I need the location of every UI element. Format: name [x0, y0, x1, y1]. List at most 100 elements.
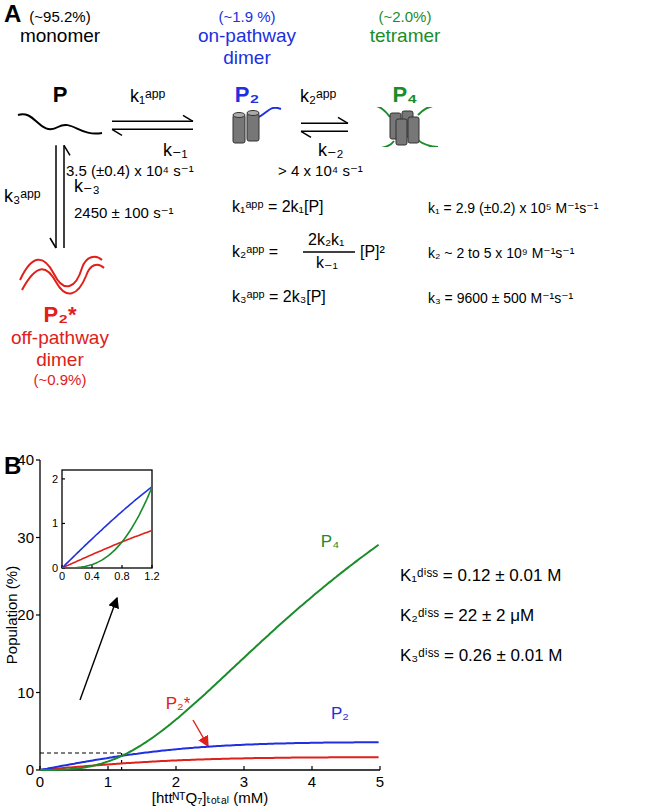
drawn-path	[378, 141, 394, 147]
species-caption: (~0.9%)	[34, 371, 87, 388]
drawn-path	[338, 117, 348, 123]
species-node: (~2.0%)tetramerP₄	[350, 8, 460, 147]
rate-value: k₃ = 9600 ± 500 M⁻¹s⁻¹	[428, 290, 573, 306]
drawn-line	[121, 565, 122, 568]
drawn-path	[18, 114, 102, 133]
inset-tick-label: 0.8	[114, 570, 129, 583]
drawn-rect	[247, 113, 259, 141]
rate-constant: k₁ᵃᵖᵖ	[130, 86, 165, 107]
drawn-g	[390, 111, 419, 145]
drawn-g	[62, 482, 152, 569]
fraction-denominator: k₋₁	[316, 254, 338, 272]
drawn-path	[50, 238, 56, 248]
drawn-g	[20, 257, 104, 294]
rate-constant: k₋₂	[318, 140, 344, 161]
rate-equation: k₃ᵃᵖᵖ = 2k₃[P]	[232, 288, 326, 306]
drawn-path	[62, 485, 152, 568]
fraction-numerator: 2k₂k₁	[308, 231, 345, 249]
drawn-line	[311, 766, 312, 770]
drawn-line	[36, 692, 40, 693]
species-node: (~1.9 %)on-pathway dimerP₂	[195, 8, 299, 147]
species-caption: (~2.0%)	[379, 8, 432, 25]
drawn-g	[233, 111, 259, 144]
rate-constant: k₋₁	[163, 140, 188, 161]
inset-tick-label: 0.4	[84, 570, 99, 583]
drawn-path	[63, 145, 65, 248]
species-drawing	[10, 107, 110, 143]
drawn-rect	[233, 115, 245, 143]
axis-title: [httᴺᵀQ₇]ₜₒₜₐₗ (mM)	[152, 789, 269, 806]
drawn-rect	[62, 470, 152, 568]
constant-value: K₂ᵈⁱˢˢ = 22 ± 2 μM	[400, 606, 534, 626]
rate-equation: k₁ᵃᵖᵖ = 2k₁[P]	[232, 198, 324, 216]
species-node: P₂*off-pathway dimer(~0.9%)	[0, 250, 120, 388]
rate-constant: k₃ᵃᵖᵖ	[4, 186, 41, 207]
drawn-path	[418, 107, 436, 115]
species-caption: monomer	[20, 25, 100, 47]
drawn-line	[379, 766, 380, 770]
species-caption: off-pathway dimer	[0, 327, 120, 371]
tick-label: 10	[17, 684, 34, 701]
tick-label: 2	[172, 773, 180, 790]
drawn-path	[374, 107, 390, 117]
rate-equation: k₂ᵃᵖᵖ =	[232, 243, 278, 261]
drawn-path	[22, 265, 104, 294]
species-drawing	[10, 250, 110, 302]
inset-tick-label: 0	[59, 570, 65, 583]
drawn-line	[243, 766, 244, 770]
rate-value: k₁ = 2.9 (±0.2) x 10⁵ M⁻¹s⁻¹	[428, 200, 598, 216]
species-caption: tetramer	[370, 25, 441, 47]
drawn-g	[36, 460, 380, 770]
curve-label: P₂*	[166, 694, 191, 714]
constant-value: K₁ᵈⁱˢˢ = 0.12 ± 0.01 M	[400, 566, 561, 586]
species-symbol: P₂*	[43, 302, 76, 327]
drawn-line	[175, 766, 176, 770]
drawn-path	[301, 131, 348, 133]
drawn-line	[303, 251, 355, 252]
drawn-rect	[408, 117, 419, 143]
equilibrium-arrow	[112, 115, 193, 135]
drawn-path	[64, 145, 70, 155]
drawn-path	[112, 129, 193, 131]
inset-tick-label: 1.2	[144, 570, 159, 583]
species-drawing	[360, 107, 450, 147]
drawn-line	[36, 614, 40, 615]
tick-label: 3	[240, 773, 248, 790]
rate-value: 2450 ± 100 s⁻¹	[74, 204, 174, 221]
drawn-path	[55, 145, 57, 248]
drawn-line	[80, 598, 117, 700]
drawn-path	[301, 123, 348, 125]
curve-label: P₂	[331, 704, 349, 724]
drawn-line	[40, 769, 380, 770]
drawn-path	[112, 121, 193, 123]
tick-label: 40	[17, 451, 34, 468]
tick-label: 5	[376, 773, 384, 790]
tick-label: 0	[26, 761, 34, 778]
rate-constant: k₂ᵃᵖᵖ	[300, 86, 336, 107]
rate-equation: [P]²	[360, 243, 385, 261]
species-symbol: P	[53, 82, 68, 107]
drawn-line	[62, 523, 65, 524]
species-caption: (~1.9 %)	[218, 8, 275, 25]
drawn-rect	[396, 119, 407, 145]
drawn-line	[151, 565, 152, 568]
tick-label: 20	[17, 606, 34, 623]
inset-tick-label: 2	[52, 473, 58, 486]
drawn-ellipse	[233, 113, 245, 118]
drawn-line	[62, 478, 65, 479]
drawn-line	[36, 459, 40, 460]
drawn-path	[20, 257, 102, 287]
drawn-path	[40, 757, 378, 770]
drawn-g	[374, 107, 438, 147]
drawn-path	[183, 115, 193, 121]
species-icon	[10, 107, 110, 143]
species-caption: (~95.2%)	[29, 8, 90, 25]
drawn-path	[62, 482, 152, 569]
species-icon	[207, 107, 287, 147]
rate-value: k₂ ~ 2 to 5 x 10⁹ M⁻¹s⁻¹	[428, 245, 574, 261]
constant-value: K₃ᵈⁱˢˢ = 0.26 ± 0.01 M	[400, 646, 562, 666]
drawn-line	[36, 537, 40, 538]
rate-constant: k₋₃	[74, 176, 100, 197]
species-icon	[360, 107, 450, 147]
